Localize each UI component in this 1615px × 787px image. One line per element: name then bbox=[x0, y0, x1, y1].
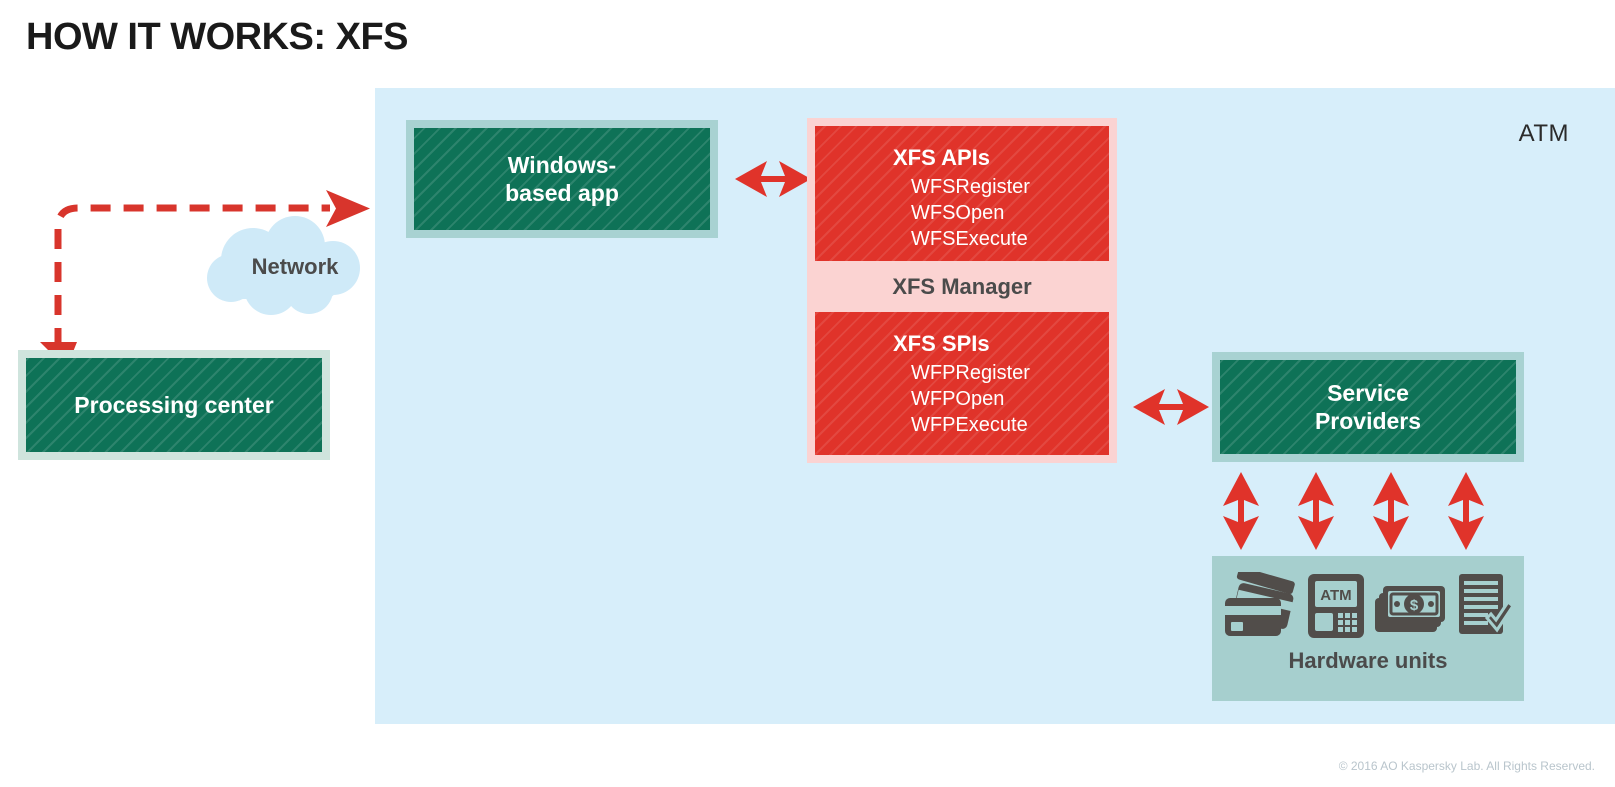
svg-text:ATM: ATM bbox=[1320, 587, 1351, 604]
banknotes-dollar-icon: $ bbox=[1375, 586, 1445, 632]
xfs-spis-item-2: WFPExecute bbox=[911, 413, 1028, 436]
spis-to-providers-arrow bbox=[1133, 389, 1209, 425]
xfs-apis-item-2: WFSExecute bbox=[911, 227, 1028, 250]
service-providers-label-line1: Service bbox=[1327, 379, 1409, 406]
atm-label: ATM bbox=[1518, 120, 1569, 147]
credit-cards-icon bbox=[1225, 572, 1295, 636]
xfs-spis-item-0: WFPRegister bbox=[911, 361, 1030, 384]
providers-to-hardware-arrow-3 bbox=[1373, 472, 1409, 550]
node-xfs-apis[interactable]: XFS APIs WFSRegister WFSOpen WFSExecute bbox=[815, 126, 1109, 261]
xfs-spis-item-1: WFPOpen bbox=[911, 387, 1005, 410]
hardware-icons-row: ATM $ bbox=[1221, 568, 1515, 640]
network-label: Network bbox=[251, 254, 339, 279]
xfs-spis-title: XFS SPIs bbox=[893, 331, 990, 356]
providers-to-hardware-arrow-4 bbox=[1448, 472, 1484, 550]
processing-center-label: Processing center bbox=[26, 358, 322, 452]
windows-app-label-line1: Windows- bbox=[507, 151, 617, 178]
providers-to-hardware-arrow-1 bbox=[1223, 472, 1259, 550]
providers-to-hardware-arrow-2 bbox=[1298, 472, 1334, 550]
service-providers-label: Service Providers bbox=[1220, 360, 1516, 454]
footer-copyright: © 2016 AO Kaspersky Lab. All Rights Rese… bbox=[1338, 759, 1595, 773]
atm-keypad-icon: ATM bbox=[1308, 574, 1364, 638]
service-providers-label-line2: Providers bbox=[1314, 408, 1422, 434]
node-processing-center[interactable]: Processing center bbox=[18, 350, 330, 460]
atm-panel: ATM Windows- based app XFS APIs WFSRegis… bbox=[375, 88, 1615, 724]
xfs-apis-item-1: WFSOpen bbox=[911, 201, 1005, 224]
svg-text:$: $ bbox=[1410, 597, 1419, 614]
windows-app-label: Windows- based app bbox=[414, 128, 710, 230]
node-hardware-units[interactable]: ATM $ bbox=[1212, 556, 1524, 701]
receipt-check-icon bbox=[1459, 574, 1515, 634]
node-xfs-spis[interactable]: XFS SPIs WFPRegister WFPOpen WFPExecute bbox=[815, 312, 1109, 455]
network-cloud: Network bbox=[193, 212, 371, 322]
app-to-xfs-arrow bbox=[735, 161, 811, 197]
node-windows-based-app[interactable]: Windows- based app bbox=[406, 120, 718, 238]
xfs-apis-item-0: WFSRegister bbox=[911, 175, 1030, 198]
windows-app-label-line2: based app bbox=[505, 180, 619, 206]
xfs-apis-title: XFS APIs bbox=[893, 145, 990, 170]
xfs-manager-stack: XFS APIs WFSRegister WFSOpen WFSExecute … bbox=[807, 118, 1117, 463]
hardware-units-label: Hardware units bbox=[1288, 648, 1448, 673]
page-title: HOW IT WORKS: XFS bbox=[26, 16, 409, 58]
node-service-providers[interactable]: Service Providers bbox=[1212, 352, 1524, 462]
xfs-manager-label: XFS Manager bbox=[892, 273, 1032, 299]
